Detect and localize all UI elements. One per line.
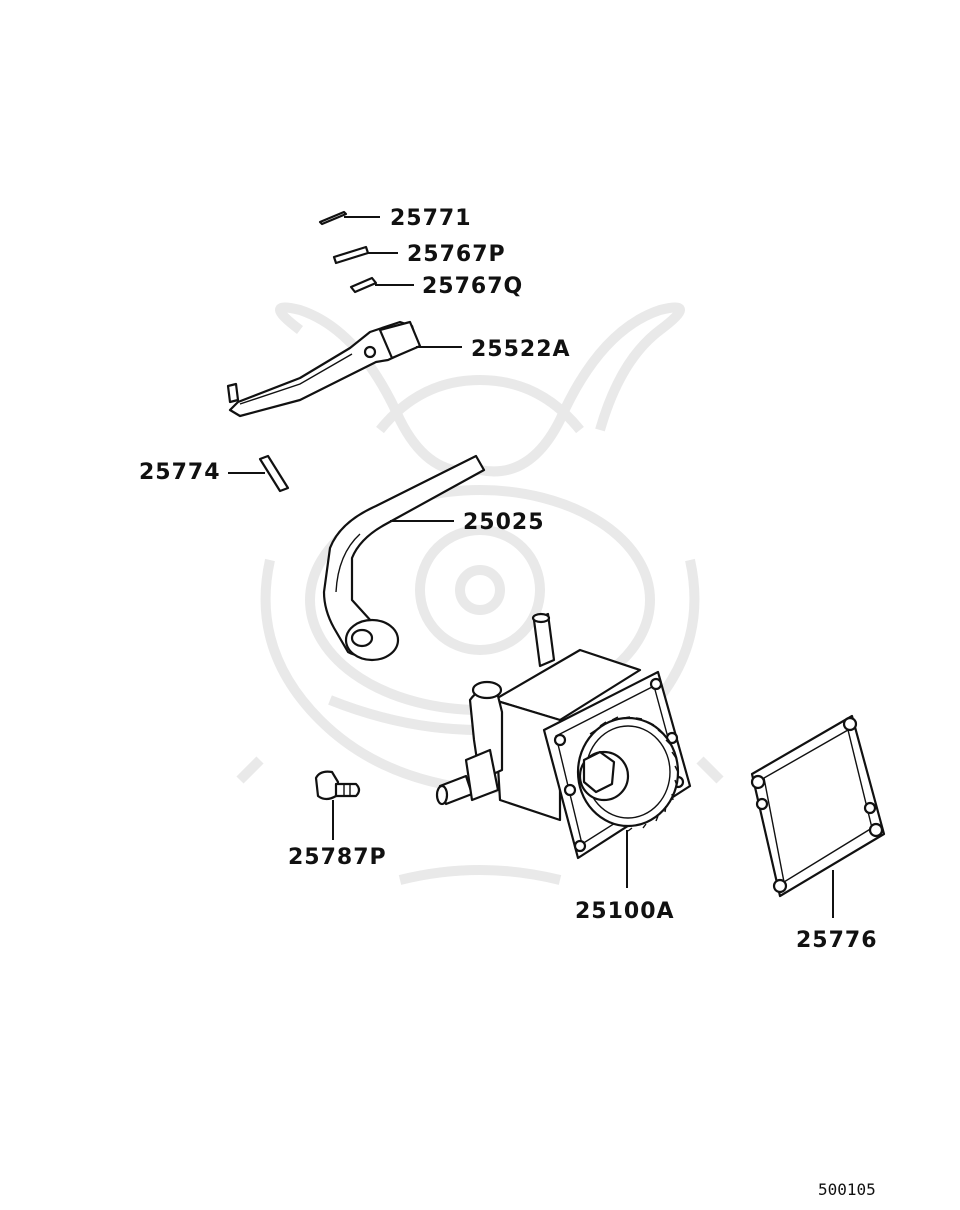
label-25100A: 25100A: [575, 899, 675, 924]
label-25774: 25774: [139, 460, 221, 485]
label-25767Q: 25767Q: [422, 274, 523, 299]
label-25025: 25025: [463, 510, 545, 535]
part-25100A-housing-assembly: [435, 612, 692, 888]
diagram-reference-code: 500105: [818, 1180, 876, 1199]
part-25774-pin: [228, 454, 290, 493]
label-25767P: 25767P: [407, 242, 506, 267]
label-25522A: 25522A: [471, 337, 571, 362]
part-25776-gasket: [750, 714, 886, 918]
part-25771-pin: [318, 210, 380, 226]
label-25787P: 25787P: [288, 845, 387, 870]
part-25767P-spring-pin: [332, 245, 398, 265]
part-25522A-lever: [226, 320, 462, 418]
part-25025-lever-arm: [322, 454, 486, 662]
part-25767Q-spring-pin: [349, 276, 414, 294]
label-25776: 25776: [796, 928, 878, 953]
label-25771: 25771: [390, 206, 472, 231]
part-25787P-bolt: [314, 770, 361, 840]
